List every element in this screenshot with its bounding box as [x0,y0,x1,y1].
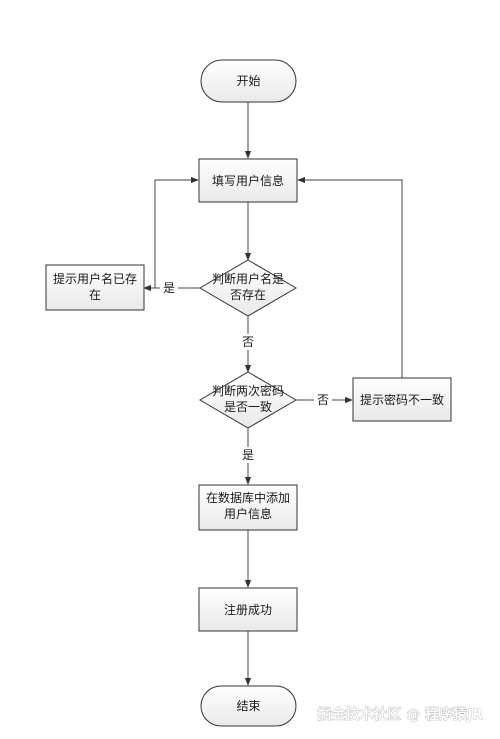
check-password-label-line2: 是否一致 [224,400,272,414]
watermark-text: 掘金技术社区 @ 程序猿JR [317,706,483,723]
register-success-box: 注册成功 [198,587,298,632]
add-user-to-db-label-line1: 在数据库中添加 [206,490,290,505]
add-user-to-db-label-line2: 用户信息 [224,506,272,521]
check-username-decision: 判断用户名是 否存在 [199,259,297,317]
check-password-decision: 判断两次密码 是否一致 [199,371,297,429]
edge-label-name-exists-yes: 是 [163,281,175,295]
start-terminal: 开始 [200,59,297,103]
check-password-label-line1: 判断两次密码 [212,383,284,398]
username-exists-box: 提示用户名已存 在 [45,264,145,311]
add-user-to-db-box: 在数据库中添加 用户信息 [198,484,298,531]
username-exists-label-line2: 在 [89,288,101,302]
password-mismatch-label: 提示密码不一致 [360,392,444,407]
password-mismatch-box: 提示密码不一致 [352,377,452,422]
fill-user-info-box: 填写用户信息 [198,158,298,203]
edge-mismatch-back-to-fill [297,176,403,378]
edge-label-password-no: 否 [317,393,329,407]
edge-exists-back-to-fill [154,176,199,288]
edge-label-password-yes: 是 [242,448,254,462]
end-label: 结束 [236,699,260,713]
username-exists-label-line1: 提示用户名已存 [53,271,137,286]
fill-user-info-label: 填写用户信息 [212,173,284,188]
end-terminal: 结束 [200,685,297,727]
register-success-label: 注册成功 [224,602,272,617]
check-username-label-line1: 判断用户名是 [212,271,284,286]
check-username-label-line2: 否存在 [230,288,266,302]
edge-label-name-exists-no: 否 [242,335,254,349]
start-label: 开始 [236,74,260,88]
